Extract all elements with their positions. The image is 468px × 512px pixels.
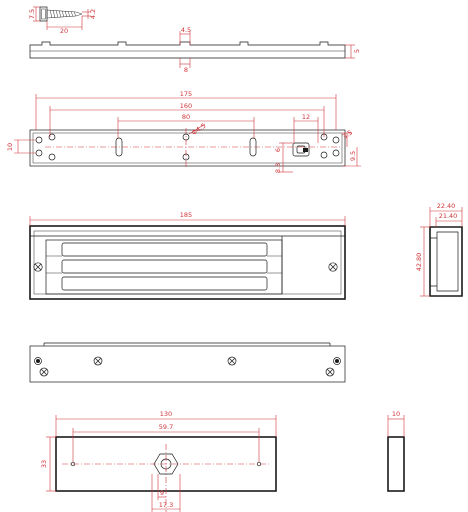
- rail-dim-top: 4.5: [181, 26, 191, 34]
- rail-outline: [29, 41, 346, 59]
- screw-view: 7.5 20 4.2: [28, 6, 97, 35]
- rail-dim-side: 5: [353, 49, 361, 53]
- housing-screw-left-bottom: [39, 367, 49, 377]
- lock-body-screw-left: [33, 262, 43, 272]
- screw-head: [39, 6, 48, 22]
- plate-dim-160: 160: [180, 102, 192, 110]
- plate-dim-80: 80: [182, 113, 190, 121]
- lock-body-view: 185: [29, 211, 346, 300]
- armature-dim-17-3: 17.3: [159, 501, 173, 509]
- armature-dim-130: 130: [160, 410, 172, 418]
- screw-dim-thread: 4.2: [89, 9, 97, 19]
- armature-dim-33: 33: [40, 460, 48, 468]
- side-profile-inner: [436, 231, 459, 292]
- side-dim-42-80: 42.80: [415, 253, 423, 272]
- lock-body-screw-right: [328, 262, 338, 272]
- armature-side-dimension-lines: [387, 415, 405, 437]
- rail-dim-bottom: 8: [184, 66, 188, 74]
- side-profile-lip: [430, 237, 437, 287]
- side-dim-22-40: 22.40: [437, 202, 456, 210]
- lock-body-outline: [29, 225, 346, 300]
- side-profile-view: 22.40 21.40 42.80: [415, 202, 463, 297]
- screw-dim-length: 20: [60, 27, 68, 35]
- armature-side-view: 10: [387, 410, 405, 492]
- armature-dimension-lines: [46, 415, 277, 512]
- plate-dim-9-5: 9.5: [349, 151, 357, 161]
- mounting-plate-cable-slot: [292, 142, 310, 157]
- lock-body-dim-length: 185: [180, 211, 192, 219]
- screw-dimension-lines: [33, 6, 91, 30]
- housing-view: [29, 342, 346, 383]
- housing-outline: [29, 345, 346, 383]
- plate-dim-12: 12: [302, 113, 310, 121]
- armature-dim-9: 9: [160, 489, 164, 497]
- side-profile-outline: [429, 226, 463, 297]
- plate-dim-175: 175: [180, 90, 192, 98]
- lock-body-coil: [45, 239, 283, 295]
- rail-view: 4.5 8 5: [29, 26, 361, 74]
- housing-screw-middle-left: [93, 356, 103, 366]
- screw-thread: [46, 9, 83, 19]
- mounting-plate-view: 175 160 80 12 10 Φ4.5 6 8.3 3.5 9.5: [6, 90, 361, 173]
- housing-screw-left-top: [34, 357, 42, 365]
- mounting-plate-outline: [29, 129, 346, 167]
- side-dim-21-40: 21.40: [439, 212, 458, 220]
- mounting-plate-dimension-lines: [14, 94, 361, 173]
- armature-side-outline: [387, 436, 405, 492]
- plate-dim-8-3: 8.3: [274, 163, 282, 173]
- housing-screw-right-bottom: [325, 367, 335, 377]
- lock-body-dimension-lines: [29, 216, 346, 226]
- plate-dim-6: 6: [274, 148, 282, 152]
- lock-body-inner-frame: [33, 230, 342, 295]
- rail-dimension-lines: [179, 31, 355, 68]
- plate-dim-10: 10: [6, 143, 14, 151]
- armature-side-dim-thickness: 10: [392, 410, 400, 418]
- housing-screw-right-top: [333, 357, 341, 365]
- armature-dim-59-7: 59.7: [159, 423, 173, 431]
- housing-screw-middle-right: [227, 356, 237, 366]
- mounting-plate-inner: [32, 132, 343, 164]
- side-profile-dimension-lines: [420, 207, 463, 297]
- screw-dim-height: 7.5: [28, 9, 36, 19]
- armature-view: 130 59.7 33 9 17.3: [40, 410, 277, 512]
